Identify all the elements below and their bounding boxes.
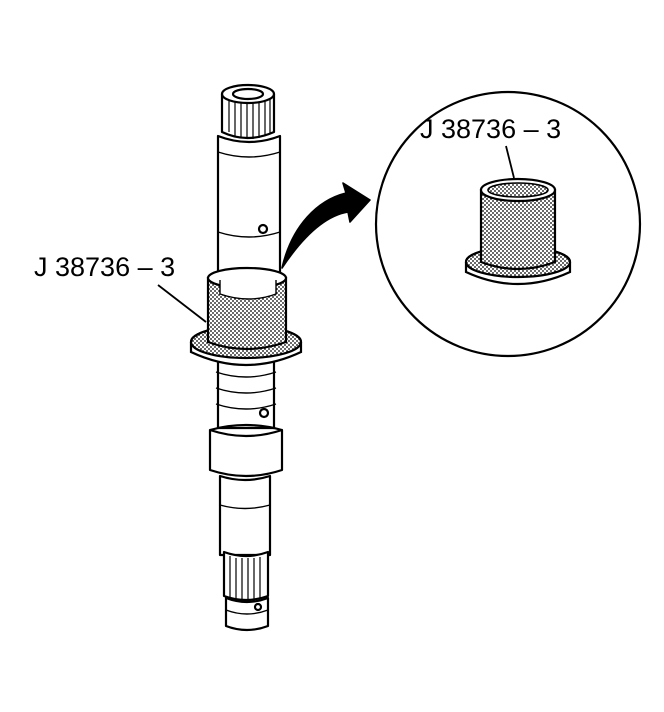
curved-arrow xyxy=(281,182,371,269)
shaft-top-spline xyxy=(220,83,276,140)
leader-line-left xyxy=(157,284,207,323)
leader-line-right xyxy=(505,145,515,179)
shaft-lower-body xyxy=(218,474,272,557)
shaft-collar xyxy=(208,428,284,478)
shaft-lower-oil-hole xyxy=(258,407,270,419)
shaft-tool-label: J 38736 – 3 xyxy=(34,252,176,282)
bushing-tool xyxy=(464,177,572,286)
shaft-upper-body xyxy=(216,134,282,292)
shaft-bottom-spline xyxy=(222,550,270,602)
detail-circle xyxy=(374,90,642,358)
shaft-illustration xyxy=(208,83,284,632)
shaft-oil-hole xyxy=(257,223,269,235)
shaft-bushing-tool xyxy=(189,266,303,366)
detail-tool-label: J 38736 – 3 xyxy=(420,114,562,144)
